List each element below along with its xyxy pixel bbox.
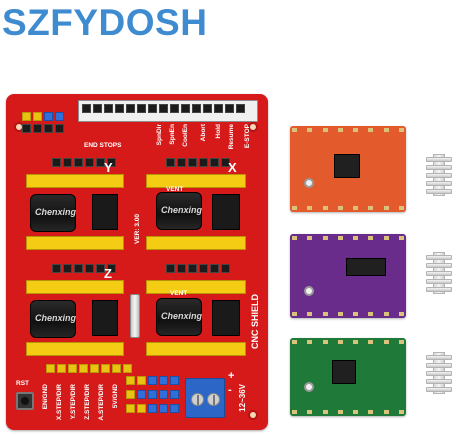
y-jumper-block [92,194,118,230]
y-step-dir-label: Y.STEP/DIR [70,384,77,420]
en-gnd-label: EN/GND [42,384,49,410]
z-driver-socket-top [26,280,124,294]
y-capacitor: Chenxing [30,194,76,232]
a-step-dir-label: A.STEP/DIR [98,384,105,421]
driver-chip [346,258,386,276]
spn-dir-label: SpnDir [156,124,163,146]
y-config-pins [52,158,116,167]
top-pin-row [82,104,245,113]
reset-button[interactable] [16,392,34,410]
z-jumper-block [92,300,118,336]
hold-label: Hold [215,124,222,139]
stepper-driver-green [290,338,406,416]
terminal-screw[interactable] [207,393,220,406]
e-stop-label: E-STOP [244,124,251,149]
power-screw-terminal[interactable] [185,378,225,418]
stepper-driver-purple [290,234,406,318]
power-voltage-label: 12~36V [238,384,247,412]
heatsink [426,154,452,196]
z-capacitor: Chenxing [30,300,76,338]
stepper-driver-red [290,126,406,212]
lower-pin-row-2 [126,376,179,385]
x-step-dir-label: X.STEP/DIR [56,384,63,421]
y-driver-socket-bottom [26,236,124,250]
x-capacitor: Chenxing [156,192,202,230]
z-axis-label: Z [104,266,112,281]
lower-pin-row-1 [46,364,132,373]
a-config-pins [166,264,230,273]
abort-label: Abort [200,124,207,142]
z-driver-socket-bottom [26,342,124,356]
y-driver-socket-top [26,174,124,188]
terminal-screw[interactable] [191,393,204,406]
x-axis-label: X [228,160,237,175]
mounting-hole [248,122,258,132]
end-stops-label: END STOPS [84,142,122,149]
a-jumper-block [212,300,240,336]
brand-watermark: SZFYDOSH [2,2,208,43]
rst-label: RST [16,380,29,387]
potentiometer[interactable] [304,382,314,392]
top-left-pin-row-lower [22,124,64,133]
cnc-shield-label: CNC SHIELD [250,294,260,350]
z-step-dir-label: Z.STEP/DIR [84,384,91,420]
plus-label: + [228,370,235,382]
y-axis-label: Y [104,160,113,175]
lower-pin-row-3 [126,390,179,399]
x-vent-label: VENT [166,186,184,193]
a-vent-label: VENT [170,290,188,297]
cool-en-label: CoolEn [182,124,189,147]
top-left-pin-row [22,112,64,121]
5v-gnd-label: 5V/GND [112,384,119,409]
fuse [130,294,140,338]
heatsink [426,352,452,394]
mounting-hole [248,410,258,420]
a-driver-socket-top [146,280,246,294]
lower-pin-row-4 [126,404,179,413]
resume-label: Resume [228,124,235,150]
x-config-pins [166,158,230,167]
minus-label: - [228,384,232,396]
spn-en-label: SpnEn [169,124,176,145]
x-driver-socket-top [146,174,246,188]
version-label: VER: 3.00 [134,214,141,244]
x-jumper-block [212,194,240,230]
x-driver-socket-bottom [146,236,246,250]
potentiometer[interactable] [304,178,314,188]
heatsink [426,252,452,294]
a-capacitor: Chenxing [156,298,202,336]
z-config-pins [52,264,116,273]
driver-chip [334,154,360,178]
driver-chip [332,360,356,384]
cnc-shield-board: END STOPS SpnDir SpnEn CoolEn Abort Hold… [6,94,268,430]
potentiometer[interactable] [304,286,314,296]
a-driver-socket-bottom [146,342,246,356]
